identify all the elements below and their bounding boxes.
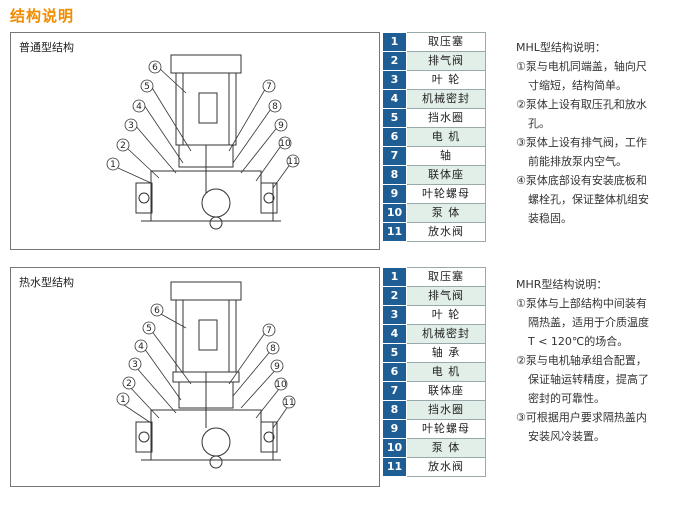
callout-7: 7 bbox=[266, 326, 272, 336]
callout-7: 7 bbox=[266, 82, 272, 92]
motor-junction-box bbox=[198, 92, 218, 124]
callout-4: 4 bbox=[138, 342, 144, 352]
panel-label: 热水型结构 bbox=[19, 276, 74, 289]
callout-2: 2 bbox=[126, 379, 132, 389]
callout-9: 9 bbox=[274, 362, 280, 372]
callout-9: 9 bbox=[278, 121, 284, 131]
callout-3: 3 bbox=[132, 360, 138, 370]
callout-8: 8 bbox=[272, 102, 278, 112]
callout-10: 10 bbox=[275, 380, 287, 390]
callout-6: 6 bbox=[154, 306, 160, 316]
pump-drawing-hot-water: 1 2 3 4 5 6 7 8 9 10 11 bbox=[116, 281, 296, 469]
pump-drawing-standard: 1 2 3 4 5 6 7 8 9 10 11 bbox=[106, 54, 300, 230]
callouts-hot-water: 1 2 3 4 5 6 7 8 9 10 11 bbox=[116, 303, 296, 429]
callout-1: 1 bbox=[110, 160, 116, 170]
callout-5: 5 bbox=[144, 82, 150, 92]
notes-title: MHL型结构说明： bbox=[516, 41, 606, 54]
callout-8: 8 bbox=[270, 344, 276, 354]
page-title: 结构说明 bbox=[10, 7, 75, 25]
motor-cap bbox=[170, 54, 242, 74]
callout-2: 2 bbox=[120, 141, 126, 151]
notes-title: MHR型结构说明： bbox=[516, 278, 608, 291]
notes-standard: MHL型结构说明： ①泵与电机同端盖，轴向尺寸缩短，结构简单。 ②泵体上设有取压… bbox=[516, 38, 676, 228]
pump-body bbox=[150, 170, 274, 222]
drawing-panel-hot-water: 热水型结构 bbox=[10, 267, 380, 487]
callout-6: 6 bbox=[152, 63, 158, 73]
callout-4: 4 bbox=[136, 102, 142, 112]
drawing-panel-standard: 普通型结构 bbox=[10, 32, 380, 250]
callout-1: 1 bbox=[120, 395, 126, 405]
motor-body bbox=[175, 72, 237, 146]
callout-10: 10 bbox=[279, 139, 291, 149]
callout-11: 11 bbox=[283, 398, 294, 408]
callout-5: 5 bbox=[146, 324, 152, 334]
callout-11: 11 bbox=[287, 157, 298, 167]
panel-label: 普通型结构 bbox=[19, 41, 74, 54]
callout-3: 3 bbox=[128, 121, 134, 131]
callouts-standard: 1 2 3 4 5 6 7 8 9 10 11 bbox=[106, 60, 300, 189]
